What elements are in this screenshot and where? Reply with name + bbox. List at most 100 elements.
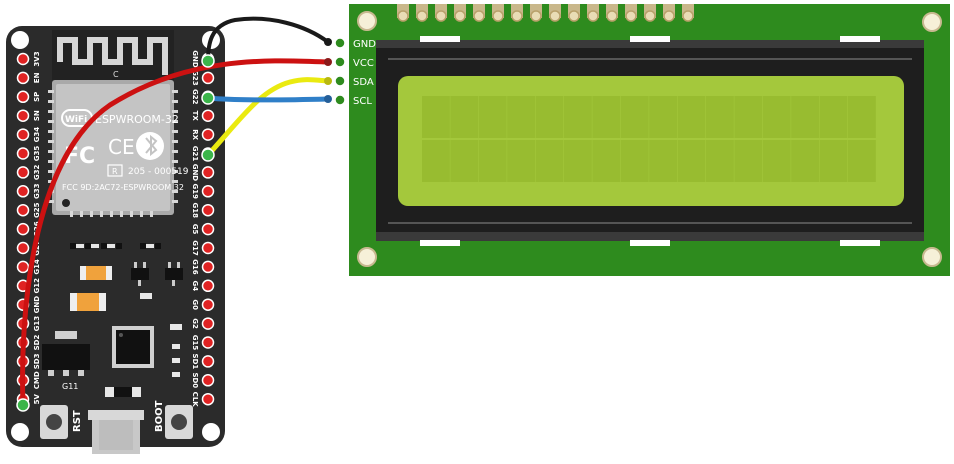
pin-pad[interactable] [16,147,30,160]
module-name: ESPWROOM-32 [95,113,179,126]
header-pin [549,4,561,22]
pin-label: SD1 [191,354,199,370]
pin-pad[interactable] [16,52,30,66]
pin-pad[interactable] [16,260,30,274]
rst-label: RST [72,410,83,432]
pin-label: TX [191,111,199,122]
lcd-char-cell [422,96,450,138]
ce-mark: CE [108,135,135,159]
pin-pad[interactable] [16,241,30,255]
lcd-pin-pad[interactable] [334,37,346,49]
rst-button[interactable] [40,405,68,439]
pin-pad[interactable] [201,71,215,85]
lcd-top-header [397,4,694,22]
lcd-char-cell [706,96,734,138]
lcd-char-cell [620,96,649,138]
pin-pad[interactable] [201,374,215,387]
pin-pad[interactable] [201,317,215,330]
lcd-char-cell [592,96,621,138]
pin-pad[interactable] [201,166,215,179]
bluetooth-logo [136,132,164,160]
pin-label: GND [191,164,199,182]
pin-pad[interactable] [16,128,30,141]
boot-button[interactable] [165,405,193,439]
pin-pad[interactable] [201,128,215,141]
voltage-regulator [42,331,90,376]
wire-vcc[interactable] [20,58,331,408]
pin-pad[interactable] [201,260,215,274]
pin-label: G12 [33,278,41,294]
pin-label: G14 [33,259,41,275]
header-pin [663,4,675,22]
lcd-char-cell [819,140,848,182]
lcd-char-cell [450,96,479,138]
wires [20,16,332,408]
pin-pad[interactable] [16,185,30,198]
wire-gnd[interactable] [206,16,330,63]
lcd-char-cell [478,96,507,138]
pin-pad[interactable] [16,90,30,104]
lcd-char-cell [848,140,876,182]
lcd-char-cell [535,140,564,182]
wire-scl[interactable] [205,95,331,103]
header-pin [416,4,428,22]
pin-label: CMD [33,371,41,389]
lcd-pin-pad[interactable] [334,75,346,87]
header-pin [473,4,485,22]
pin-label: SP [33,92,41,102]
lcd-pin-pad[interactable] [334,94,346,106]
pin-label: G16 [191,259,199,275]
pin-pad[interactable] [201,241,215,255]
header-pin [644,4,656,22]
pin-pad[interactable] [201,336,215,349]
mount-hole [922,247,942,267]
lcd-char-cell [422,140,450,182]
lcd-char-cell [507,96,535,138]
connection-markers [16,54,215,412]
wire-sda[interactable] [205,77,331,158]
pin-pad[interactable] [201,392,215,406]
pin-pad[interactable] [16,203,30,217]
mount-hole [357,247,377,267]
pin-label: G15 [191,335,199,351]
mount-hole [202,423,220,441]
pin-label: G35 [33,146,41,162]
pin-pad[interactable] [16,166,30,179]
micro-usb-port[interactable] [88,410,144,454]
mount-hole [922,12,942,32]
pin-label: G22 [191,89,199,105]
header-pin [511,4,523,22]
pin-pad[interactable] [16,222,30,236]
fcc-id: FCC 9D:2AC72-ESPWROOM 32 [62,183,184,192]
pin-pad[interactable] [201,109,215,122]
usb-uart-chip [112,326,154,368]
header-pin [625,4,637,22]
header-pin [454,4,466,22]
pin-pad[interactable] [16,109,30,122]
wire-endpoint [324,38,332,46]
pin-pad[interactable] [201,279,215,293]
lcd-pin-pad[interactable] [334,56,346,68]
r-mark-text: R [112,167,118,176]
lcd-char-cell [677,140,706,182]
pin-pad[interactable] [201,298,215,311]
pin-label: GND [33,296,41,314]
header-pin [435,4,447,22]
pin-label: G0 [191,299,199,310]
pin-label: RX [191,129,199,140]
r-mark: R [107,164,123,177]
pin-pad[interactable] [201,355,215,368]
pin-pad[interactable] [201,203,215,217]
pin-pad[interactable] [201,222,215,236]
pin-pad[interactable] [201,185,215,198]
esp-module: WiFi ESPWROOM-32 FC CE R 205 - 000519 FC… [48,80,189,217]
lcd-char-cell [478,140,507,182]
pin-label: G32 [33,165,41,181]
pin-pad[interactable] [16,71,30,85]
lcd-char-cell [592,140,621,182]
chip-marking: C [113,70,119,79]
